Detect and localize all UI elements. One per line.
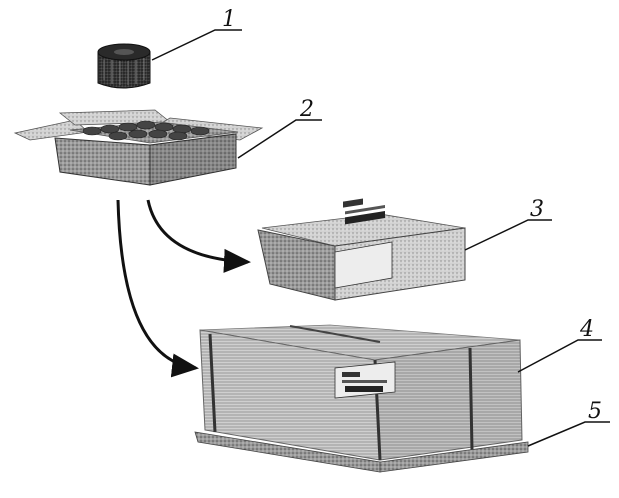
shipping-label — [334, 198, 393, 289]
callout-number: 3 — [530, 197, 544, 222]
arrow-icon — [116, 199, 199, 378]
pallet-label — [334, 361, 396, 399]
open-carton — [13, 109, 264, 186]
closed-box — [257, 198, 466, 301]
callout-number: 2 — [299, 97, 314, 122]
wrapped-pallet — [194, 324, 529, 473]
callout-leaders — [151, 29, 610, 447]
callout-number: 5 — [588, 399, 602, 424]
flow-arrows — [116, 199, 251, 378]
callout-number: 4 — [579, 317, 594, 342]
arrow-icon — [146, 199, 251, 273]
reel-object — [97, 43, 151, 89]
callout-number: 1 — [222, 7, 236, 32]
pallet-base — [194, 431, 529, 473]
